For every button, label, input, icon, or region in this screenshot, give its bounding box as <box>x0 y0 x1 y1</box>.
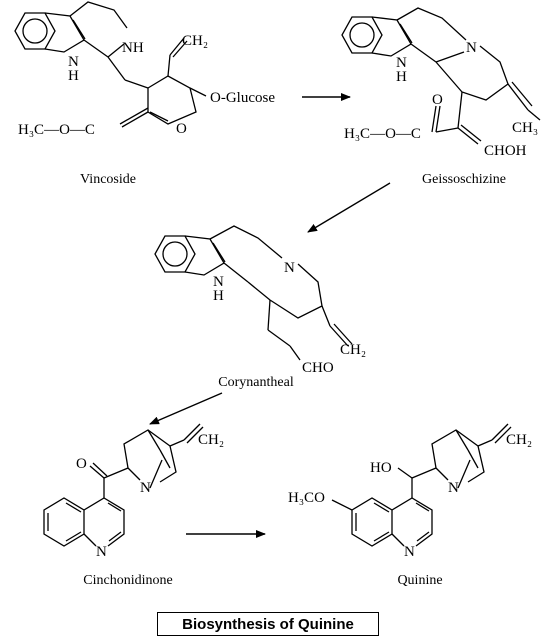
geissoschizine-ch3-label: CH₃ <box>512 120 538 136</box>
quinine-ch2-label: CH₂ <box>506 432 532 448</box>
vincoside-name: Vincoside <box>80 172 136 187</box>
geissoschizine-h-atom: H <box>396 69 407 85</box>
diagram-caption: Biosynthesis of Quinine <box>157 612 379 636</box>
vincoside-oglucose-label: O-Glucose <box>210 90 275 106</box>
vincoside-nh-atom: NH <box>122 40 144 56</box>
geissoschizine-name: Geissoschizine <box>422 172 506 187</box>
quinine-n-bridge: N <box>448 480 459 496</box>
cinchonidinone-o-atom: O <box>76 456 87 472</box>
quinine-ho-label: HO <box>370 460 392 476</box>
cinchonidinone-n-quinoline: N <box>96 544 107 560</box>
quinine-n-quinoline: N <box>404 544 415 560</box>
corynantheal-ch2-label: CH₂ <box>340 342 366 358</box>
quinine-name: Quinine <box>397 573 442 588</box>
vincoside-h-atom: H <box>68 68 79 84</box>
quinine-structure <box>331 423 512 547</box>
arrow-2 <box>307 182 391 233</box>
vincoside-ch2-label: CH₂ <box>182 33 208 49</box>
geissoschizine-n-ring: N <box>466 40 477 56</box>
vincoside-n-atom: N <box>68 54 79 70</box>
cinchonidinone-ch2-label: CH₂ <box>198 432 224 448</box>
cinchonidinone-structure <box>43 423 204 547</box>
corynantheal-h-atom: H <box>213 288 224 304</box>
corynantheal-structure <box>154 225 353 361</box>
corynantheal-cho-label: CHO <box>302 360 334 376</box>
quinine-h3co-label: H₃CO <box>288 490 325 506</box>
vincoside-ring-o: O <box>176 121 187 137</box>
cinchonidinone-n-bridge: N <box>140 480 151 496</box>
corynantheal-n-ring: N <box>284 260 295 276</box>
geissoschizine-o-carbonyl: O <box>432 92 443 108</box>
geissoschizine-structure <box>341 7 541 145</box>
geissoschizine-chohh-label: CHOH <box>484 143 527 159</box>
vincoside-structure <box>14 1 207 128</box>
geissoschizine-methoxy-label: H₃C—O—C <box>344 126 421 142</box>
cinchonidinone-name: Cinchonidinone <box>83 573 172 588</box>
geissoschizine-n-indole: N <box>396 55 407 71</box>
vincoside-methoxy-label: H₃C—O—C <box>18 122 95 138</box>
corynantheal-name: Corynantheal <box>218 375 294 390</box>
corynantheal-n-indole: N <box>213 274 224 290</box>
arrow-3 <box>149 392 223 425</box>
